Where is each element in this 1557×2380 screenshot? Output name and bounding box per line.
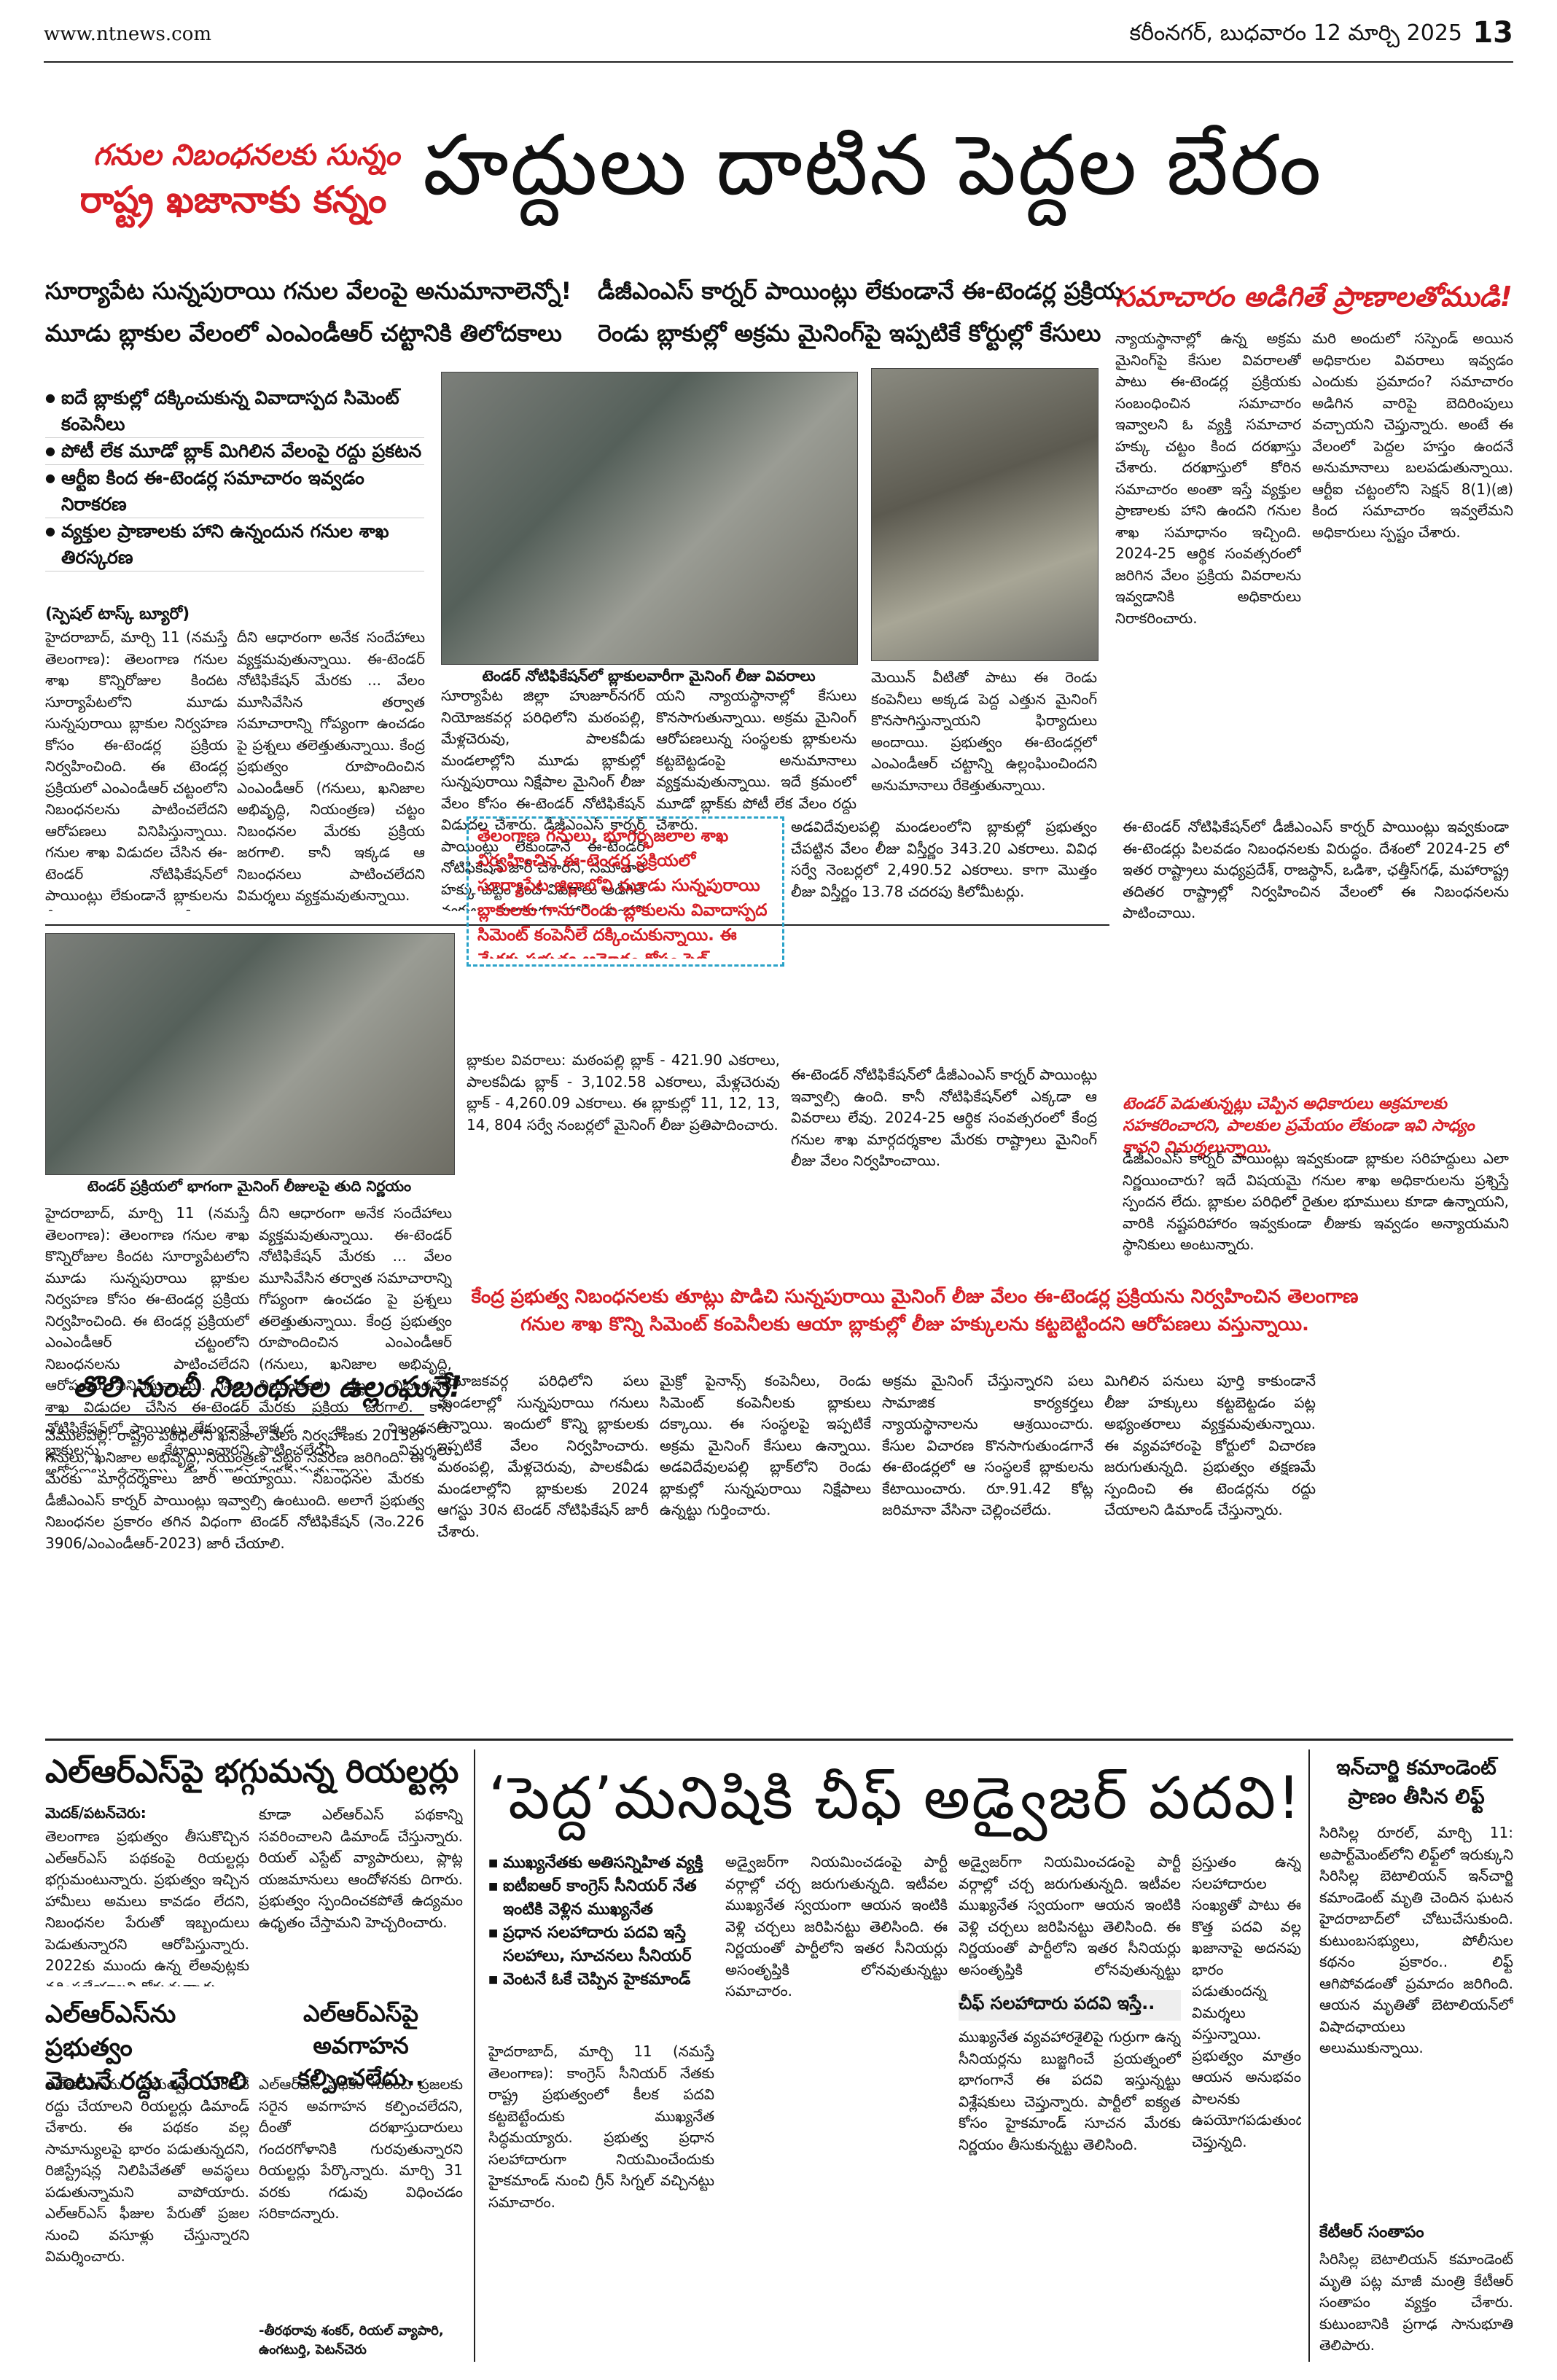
second-kicker: తొలి నుంచీ నిబంధనల ఉల్లంఘనే! bbox=[73, 1370, 462, 1404]
lrs-byline: మెదక్/పటన్‌చెరు: bbox=[45, 1804, 147, 1822]
adviser-column-1: హైదరాబాద్, మార్చి 11 (నమస్తే తెలంగాణ): క… bbox=[488, 2042, 714, 2211]
bullet-item: వ్యక్తుల ప్రాణాలకు హాని ఉన్నందున గనుల శా… bbox=[45, 518, 424, 571]
right-mid-column: ఈ-టెండర్ నోటిఫికేషన్‌లో డీజీఎంఎస్ కార్నర… bbox=[1123, 818, 1509, 921]
lrs-column-2: కూడా ఎల్‌ఆర్ఎస్ పథకాన్ని సవరించాలని డిమా… bbox=[259, 1806, 463, 1931]
tag-line-1: గనుల నిబంధనలకు సున్నం bbox=[93, 138, 400, 172]
column-divider-right bbox=[1308, 1749, 1310, 2362]
site-url[interactable]: www.ntnews.com bbox=[44, 23, 212, 45]
highlight-box bbox=[467, 816, 784, 967]
lead-bullets: ఐదే బ్లాకుల్లో దక్కించుకున్న వివాదాస్పద … bbox=[45, 385, 424, 571]
box-column-4: ఈ-టెండర్ నోటిఫికేషన్‌లో డీజీఎంఎస్ కార్నర… bbox=[791, 1066, 1097, 1169]
side-headline: సమాచారం అడిగితే ప్రాణాలతోముడి! bbox=[1115, 281, 1513, 313]
lift-column-2: సిరిసిల్ల బెటాలియన్ కమాండెంట్ మృతి పట్ల … bbox=[1319, 2250, 1513, 2354]
red-banner: కేంద్ర ప్రభుత్వ నిబంధనలకు తూట్లు పొడిచి … bbox=[471, 1286, 1359, 1335]
lead-headline: హద్దులు దాటిన పెద్దల బేరం bbox=[423, 117, 1323, 214]
lrs-subhead-3a: ఎల్‌ఆర్ఎస్‌పై అవగాహన bbox=[303, 1999, 418, 2059]
lead-column-2: దీని ఆధారంగా అనేక సందేహాలు వ్యక్తమవుతున్… bbox=[237, 628, 425, 904]
lrs-subhead-3b: కల్పించలేదు.. bbox=[297, 2064, 424, 2091]
masthead-rule bbox=[44, 61, 1513, 63]
lrs-column-1: తెలంగాణ ప్రభుత్వం తీసుకొచ్చిన ఎల్‌ఆర్ఎస్… bbox=[45, 1827, 249, 1986]
kicker-rule bbox=[45, 1414, 424, 1416]
lrs-headline: ఎల్‌ఆర్ఎస్‌పై భగ్గుమన్న రియల్టర్లు bbox=[45, 1753, 459, 1790]
lrs-signature: -తీరథరావు శంకర్, రియల్ వ్యాపారి, ఉంగటుర్… bbox=[259, 2323, 444, 2357]
right-low-column: డీజీఎంఎస్ కార్నర్ పాయింట్లు ఇవ్వకుండా బ్… bbox=[1123, 1150, 1509, 1253]
second-column-1: వేములపల్లి: రాష్ట్రం పరిధిలోని ఖనిజాల వే… bbox=[45, 1427, 424, 1552]
photo-caption-2: టెండర్ ప్రక్రియలో భాగంగా మైనింగ్ లీజులపై… bbox=[87, 1177, 412, 1195]
adviser-subhead: చీఫ్ సలహాదారు పదవి ఇస్తే.. bbox=[959, 1990, 1181, 2021]
lrs-subhead-2: ఎల్‌ఆర్ఎస్‌ను ప్రభుత్వం వెంటనే రద్దు చేయ… bbox=[45, 1997, 249, 2098]
lift-subhead: కేటీఆర్ సంతాపం bbox=[1319, 2223, 1424, 2242]
lrs-subhead-2a: ఎల్‌ఆర్ఎస్‌ను ప్రభుత్వం bbox=[45, 1999, 176, 2062]
lrs-column-4: ఎల్‌ఆర్ఎస్ పథకం గురించి ప్రజలకు సరైన అవగ… bbox=[259, 2075, 463, 2222]
adviser-bullets: ముఖ్యనేతకు అతిసన్నిహిత వ్యక్తి ఐటీఐఆర్ క… bbox=[488, 1852, 714, 1991]
adviser-bullet: ముఖ్యనేతకు అతిసన్నిహిత వ్యక్తి bbox=[488, 1852, 714, 1875]
edition-date: కరీంనగర్, బుధవారం 12 మార్చి 2025 bbox=[1129, 20, 1462, 46]
bullet-item: పోటీ లేక మూడో బ్లాక్‌ మిగిలిన వేలంపై రద్… bbox=[45, 438, 424, 465]
photo-caption-1: టెండర్ నోటిఫికేషన్‌లో బ్లాకులవారీగా మైని… bbox=[482, 667, 816, 684]
adviser-bullet: ఐటీఐఆర్ కాంగ్రెస్ సీనియర్ నేత ఇంటికి వెళ… bbox=[488, 1875, 714, 1921]
bullet-item: ఐదే బ్లాకుల్లో దక్కించుకున్న వివాదాస్పద … bbox=[45, 385, 424, 438]
lead-column-6: న్యాయస్థానాల్లో ఉన్న అక్రమ మైనింగ్‌పై కే… bbox=[1115, 329, 1301, 627]
lift-headline-2: ప్రాణం తీసిన లిఫ్ట్ bbox=[1348, 1784, 1485, 1809]
adviser-headline: ‘పెద్ద’మనిషికి చీఫ్ అడ్వైజర్ పదవి! bbox=[488, 1764, 1303, 1832]
tag-line-2: రాష్ట్ర ఖజానాకు కన్నం bbox=[79, 179, 387, 221]
bottom-section-rule bbox=[45, 1739, 1513, 1741]
lead-subhead-1b: డీజీఎంఎస్ కార్నర్ పాయింట్లు లేకుండానే ఈ-… bbox=[598, 277, 1123, 305]
section-rule bbox=[45, 924, 1109, 926]
highlight-box-text: తెలంగాణ గనులు, భూగర్భజలాల శాఖ నిర్వహించి… bbox=[477, 827, 768, 959]
tender-table-photo bbox=[441, 372, 858, 665]
lead-column-5: మెయిన్ వీటితో పాటు ఈ రెండు కంపెనీలు అక్క… bbox=[871, 668, 1097, 794]
second-column-5: మిగిలిన పనులు పూర్తి కాకుండానే లీజు హక్క… bbox=[1104, 1372, 1316, 1518]
box-column-2: బ్లాకుల వివరాలు: మఠంపల్లి బ్లాక్ - 421.9… bbox=[467, 1051, 780, 1134]
lead-column-1: హైదరాబాద్, మార్చి 11 (నమస్తే తెలంగాణ): త… bbox=[45, 628, 227, 911]
adviser-bullet: ప్రధాన సలహాదారు పదవి ఇస్తే సలహాలు, సూచనల… bbox=[488, 1921, 714, 1968]
page-number: 13 bbox=[1472, 16, 1513, 50]
mid-column-2: దీని ఆధారంగా అనేక సందేహాలు వ్యక్తమవుతున్… bbox=[259, 1204, 452, 1472]
adviser-column-2: అడ్వైజర్‌గా నియమించడంపై పార్టీ వర్గాల్లో… bbox=[725, 1853, 948, 1999]
lead-column-4: యని న్యాయస్థానాల్లో కేసులు కొనసాగుతున్నా… bbox=[656, 687, 856, 833]
bullet-item: ఆర్టీఐ కింద ఈ-టెండర్ల సమాచారం ఇవ్వడం నిర… bbox=[45, 465, 424, 518]
adviser-column-4: ముఖ్యనేత వ్యవహారశైలిపై గుర్రుగా ఉన్న సీన… bbox=[959, 2028, 1181, 2153]
mining-site-photo bbox=[871, 368, 1099, 661]
mining-pit-photo bbox=[45, 933, 455, 1175]
lead-subhead-1a: సూర్యాపేట సున్నపురాయి గనుల వేలంపై అనుమాన… bbox=[45, 277, 572, 305]
second-column-4: అక్రమ మైనింగ్ చేస్తున్నారని పలు సామాజిక … bbox=[882, 1372, 1093, 1518]
mid-column-1: హైదరాబాద్, మార్చి 11 (నమస్తే తెలంగాణ): త… bbox=[45, 1204, 249, 1472]
lift-headline-1: ఇన్‌చార్జి కమాండెంట్ bbox=[1336, 1755, 1496, 1779]
box-column-3: అడవిదేవులపల్లి మండలంలోని బ్లాకుల్లో ప్రభ… bbox=[791, 818, 1097, 900]
lead-column-3: సూర్యాపేట జిల్లా హుజూర్‌నగర్ నియోజకవర్గ … bbox=[441, 687, 645, 911]
adviser-column-3: అడ్వైజర్‌గా నియమించడంపై పార్టీ వర్గాల్లో… bbox=[959, 1853, 1181, 1983]
lrs-subhead-2b: వెంటనే రద్దు చేయాలి bbox=[45, 2067, 247, 2096]
red-side-note: టెండర్ పెడుతున్నట్లు చెప్పిన అధికారులు అ… bbox=[1123, 1095, 1475, 1157]
second-column-3: మైక్రో పైనాన్స్ కంపెనీలు, రెండు సిమెంట్ … bbox=[660, 1372, 871, 1518]
lrs-column-3: ఎల్‌ఆర్ఎస్‌ను ప్రభుత్వం వెంటనే రద్దు చేయ… bbox=[45, 2075, 249, 2265]
lead-column-7: మరి అందులో సస్పెండ్ అయిన అధికారుల వివరాల… bbox=[1312, 329, 1513, 541]
lrs-subhead-3: ఎల్‌ఆర్ఎస్‌పై అవగాహన కల్పించలేదు.. bbox=[259, 1997, 463, 2094]
column-divider bbox=[474, 1749, 475, 2362]
adviser-column-5: ప్రస్తుతం ఉన్న సలహాదారుల సంఖ్యతో పాటు ఈ … bbox=[1192, 1853, 1301, 2150]
adviser-bullet: వెంటనే ఓకే చెప్పిన హైకమాండ్ bbox=[488, 1968, 714, 1991]
second-column-2: నియోజకవర్గ పరిధిలోని పలు మండలాల్లో సున్న… bbox=[437, 1372, 649, 1540]
byline: (స్పెషల్ టాస్క్ బ్యూరో) bbox=[45, 605, 190, 623]
lift-headline: ఇన్‌చార్జి కమాండెంట్ ప్రాణం తీసిన లిఫ్ట్ bbox=[1319, 1753, 1513, 1811]
lead-subhead-2b: రెండు బ్లాకుల్లో అక్రమ మైనింగ్‌పై ఇప్పటి… bbox=[598, 319, 1101, 347]
masthead: www.ntnews.com కరీంనగర్, బుధవారం 12 మార్… bbox=[44, 16, 1513, 60]
lead-subhead-2a: మూడు బ్లాకుల వేలంలో ఎంఎండీఆర్ చట్టానికి … bbox=[45, 319, 562, 347]
lift-column: సిరిసిల్ల రూరల్, మార్చి 11: అపార్ట్‌మెంట… bbox=[1319, 1824, 1513, 2056]
